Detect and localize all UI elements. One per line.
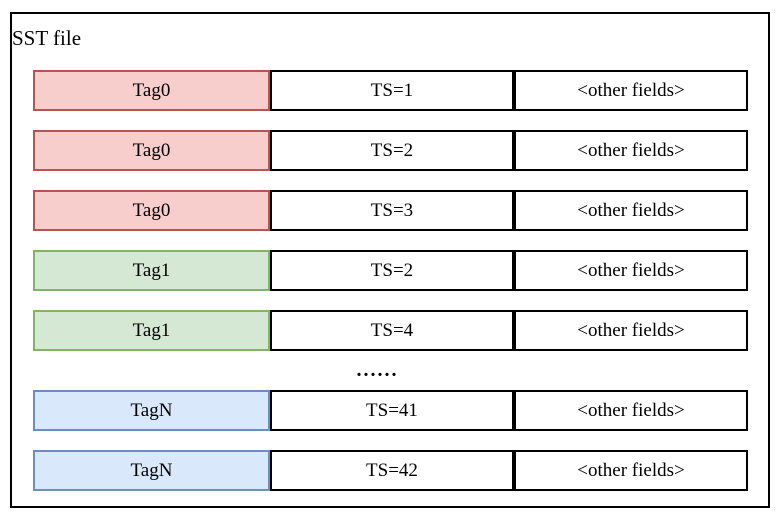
other-fields-cell: <other fields>: [514, 250, 748, 291]
other-fields-cell: <other fields>: [514, 70, 748, 111]
record-rows: Tag0 TS=1 <other fields> Tag0 TS=2 <othe…: [33, 0, 748, 522]
ts-cell: TS=2: [270, 250, 514, 291]
other-fields-label: <other fields>: [577, 140, 685, 161]
other-fields-cell: <other fields>: [514, 130, 748, 171]
ts-label: TS=3: [370, 200, 414, 221]
record-row: TagN TS=42 <other fields>: [33, 450, 748, 491]
tag-cell: Tag0: [33, 70, 270, 111]
record-row: Tag0 TS=3 <other fields>: [33, 190, 748, 231]
other-fields-cell: <other fields>: [514, 310, 748, 351]
other-fields-cell: <other fields>: [514, 190, 748, 231]
record-row: Tag1 TS=4 <other fields>: [33, 310, 748, 351]
ts-label: TS=42: [366, 460, 418, 481]
record-row: TagN TS=41 <other fields>: [33, 390, 748, 431]
ellipsis-dots: ......: [356, 359, 399, 381]
ts-cell: TS=3: [270, 190, 514, 231]
tag-label: Tag0: [132, 200, 171, 221]
other-fields-label: <other fields>: [577, 320, 685, 341]
other-fields-label: <other fields>: [577, 80, 685, 101]
ts-label: TS=2: [370, 140, 414, 161]
other-fields-cell: <other fields>: [514, 450, 748, 491]
record-row: Tag0 TS=1 <other fields>: [33, 70, 748, 111]
sst-file-title: SST file: [12, 26, 82, 50]
tag-label: TagN: [130, 460, 173, 481]
tag-cell: TagN: [33, 390, 270, 431]
tag-label: Tag0: [132, 140, 171, 161]
ts-label: TS=4: [370, 320, 414, 341]
ts-label: TS=2: [370, 260, 414, 281]
other-fields-cell: <other fields>: [514, 390, 748, 431]
other-fields-label: <other fields>: [577, 460, 685, 481]
tag-label: Tag1: [132, 320, 171, 341]
ts-cell: TS=1: [270, 70, 514, 111]
ts-label: TS=1: [370, 80, 414, 101]
tag-label: TagN: [130, 400, 173, 421]
other-fields-label: <other fields>: [577, 260, 685, 281]
ts-label: TS=41: [366, 400, 418, 421]
ts-cell: TS=4: [270, 310, 514, 351]
other-fields-label: <other fields>: [577, 400, 685, 421]
tag-label: Tag1: [132, 260, 171, 281]
ts-cell: TS=41: [270, 390, 514, 431]
record-row: Tag0 TS=2 <other fields>: [33, 130, 748, 171]
tag-cell: TagN: [33, 450, 270, 491]
tag-cell: Tag0: [33, 130, 270, 171]
tag-cell: Tag1: [33, 310, 270, 351]
other-fields-label: <other fields>: [577, 200, 685, 221]
tag-cell: Tag0: [33, 190, 270, 231]
tag-cell: Tag1: [33, 250, 270, 291]
tag-label: Tag0: [132, 80, 171, 101]
ts-cell: TS=2: [270, 130, 514, 171]
ts-cell: TS=42: [270, 450, 514, 491]
record-row: Tag1 TS=2 <other fields>: [33, 250, 748, 291]
